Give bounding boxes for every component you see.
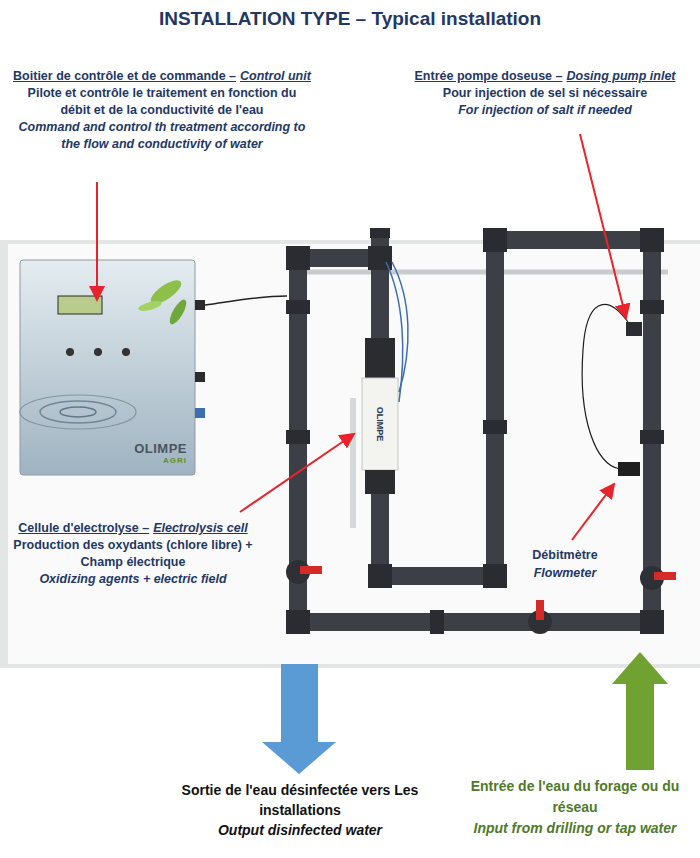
pipe-fitting — [286, 246, 310, 270]
heading-text: Electrolysis cell — [153, 521, 248, 535]
callout: Boitier de contrôle et de commande – Cont… — [12, 68, 312, 153]
pipe-union — [286, 300, 310, 314]
callout: Sortie de l'eau désinfectée vers Les ins… — [150, 780, 450, 840]
callout-text: Command and control th treatment accordi… — [19, 120, 306, 151]
dosing-inlet — [626, 322, 642, 336]
heading-text: Dosing pump inlet — [566, 69, 675, 83]
pipe-fitting — [640, 228, 664, 252]
pipe-cap — [370, 228, 390, 238]
outlet-arrow — [262, 664, 336, 774]
wall — [0, 240, 700, 668]
pipe-union — [640, 300, 664, 314]
heading-text: Entrée pompe doseuse – — [415, 69, 563, 83]
pipe-union — [286, 430, 310, 444]
ripple — [40, 401, 116, 423]
callout: Entrée pompe doseuse –Dosing pump inletP… — [395, 68, 695, 119]
pipe-union — [640, 430, 664, 444]
callout: DébitmètreFlowmeter — [505, 546, 625, 582]
flowmeter-sensor — [618, 462, 640, 476]
pipe — [380, 240, 652, 628]
pipe — [298, 613, 652, 631]
pipe-fitting — [640, 610, 664, 634]
heading-text: Cellule d'electrolyse – — [18, 521, 149, 535]
pipe-fitting — [483, 564, 507, 588]
button — [122, 348, 130, 356]
sensor-wire — [205, 296, 287, 305]
callout-line: Entrée de l'eau du forage ou du réseau — [455, 776, 695, 818]
leader-line — [96, 182, 98, 300]
leader-line — [240, 434, 354, 512]
ripple — [20, 395, 136, 429]
cell-fitting — [365, 338, 395, 380]
callout-text: Sortie de l'eau désinfectée vers Les ins… — [182, 782, 419, 818]
pipe-fitting — [286, 610, 310, 634]
valve-handle — [300, 566, 322, 574]
button — [66, 348, 74, 356]
callout: Cellule d'electrolyse – Electrolysis cell… — [2, 520, 264, 588]
callout-line: Pilote et contrôle le traitement en fonc… — [12, 85, 312, 119]
cable-gland — [195, 408, 205, 418]
callout-text: Flowmeter — [534, 566, 597, 580]
logo: OLIMPEAGRI — [134, 442, 187, 465]
valve-handle — [654, 572, 676, 580]
cell-wire — [386, 262, 403, 402]
control-unit: OLIMPEAGRI — [20, 260, 195, 475]
support-rod — [290, 270, 668, 275]
leader-line — [580, 134, 626, 318]
pipe-fitting — [368, 564, 392, 588]
board — [8, 244, 700, 664]
callout-text: For injection of salt if needed — [458, 103, 632, 117]
callout-line: Pour injection de sel si nécessaire — [395, 85, 695, 102]
cell-wire — [392, 262, 408, 392]
heading-text: Boitier de contrôle et de commande – — [13, 69, 236, 83]
ripple — [60, 407, 96, 417]
cell-body: OLIMPE — [362, 378, 398, 470]
callout-text: Output disinfected water — [218, 822, 382, 838]
callout: Entrée de l'eau du forage ou du réseauIn… — [455, 776, 695, 839]
callout-line: Débitmètre — [505, 546, 625, 564]
callout-text: Débitmètre — [532, 548, 597, 562]
title: INSTALLATION TYPE – Typical installation — [0, 8, 700, 30]
callout-text: Pour injection de sel si nécessaire — [443, 86, 647, 100]
electrolysis-cell — [362, 378, 398, 470]
cell-bracket — [350, 398, 356, 528]
cell-fitting — [365, 470, 395, 494]
callout-heading: Boitier de contrôle et de commande – Cont… — [12, 68, 312, 85]
callout-heading: Entrée pompe doseuse –Dosing pump inlet — [395, 68, 695, 85]
logo-subtext: AGRI — [134, 456, 187, 465]
callout-text: Pilote et contrôle le traitement en fonc… — [28, 86, 297, 117]
flowmeter-wire — [582, 304, 628, 469]
leaf — [167, 297, 190, 326]
valve-handle — [536, 600, 544, 620]
pipe-union — [483, 420, 507, 434]
pipe-fitting — [483, 228, 507, 252]
callout-line: Flowmeter — [505, 564, 625, 582]
callout-text: Input from drilling or tap water — [474, 820, 677, 836]
display-screen — [58, 296, 102, 314]
cell-logo: OLIMPE — [375, 407, 385, 442]
callout-line: Sortie de l'eau désinfectée vers Les ins… — [150, 780, 450, 820]
heading-text: Control unit — [240, 69, 311, 83]
inlet-arrow — [612, 652, 668, 770]
callout-text: Oxidizing agents + electric field — [39, 572, 226, 586]
pipe-union — [430, 610, 444, 634]
cable-gland — [195, 372, 205, 382]
leaf — [137, 299, 162, 313]
callout-line: For injection of salt if needed — [395, 102, 695, 119]
logo-text: OLIMPE — [134, 442, 187, 456]
callout-line: Production des oxydants (chlore libre) +… — [2, 537, 264, 571]
callout-text: Entrée de l'eau du forage ou du réseau — [471, 778, 680, 815]
callout-line: Command and control th treatment accordi… — [12, 119, 312, 153]
leader-line — [572, 484, 614, 540]
callout-line: Output disinfected water — [150, 820, 450, 840]
control-box — [20, 260, 195, 475]
cable-gland — [195, 300, 205, 310]
button — [94, 348, 102, 356]
callout-line: Input from drilling or tap water — [455, 818, 695, 839]
callout-heading: Cellule d'electrolyse – Electrolysis cell — [2, 520, 264, 537]
callout-line: Oxidizing agents + electric field — [2, 571, 264, 588]
callout-text: Production des oxydants (chlore libre) +… — [13, 538, 252, 569]
